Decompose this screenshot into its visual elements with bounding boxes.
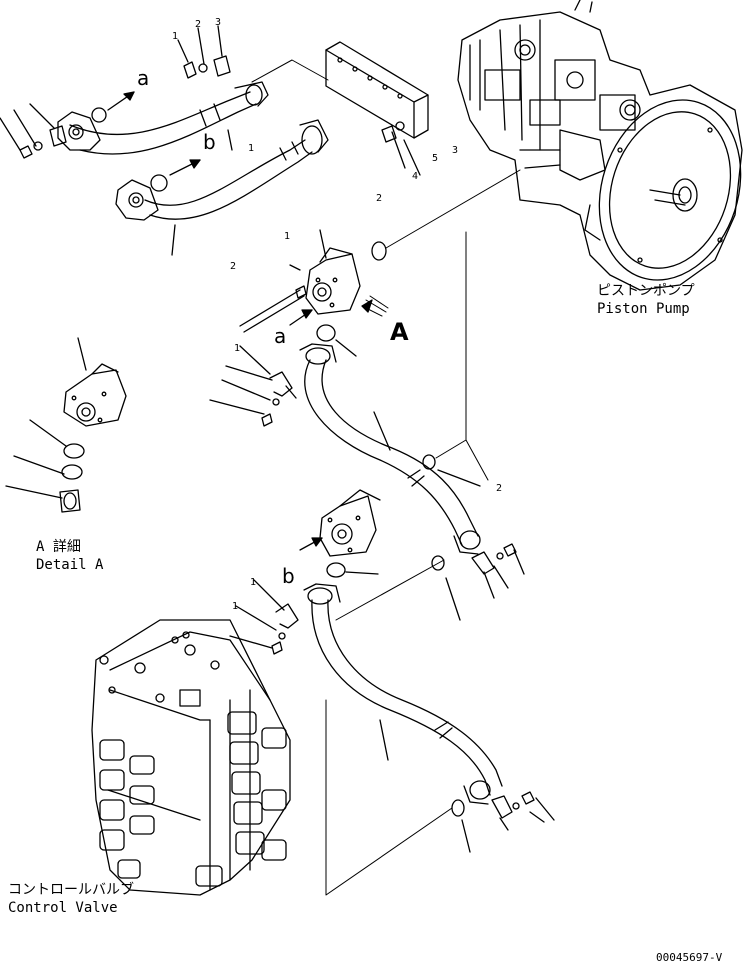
upper-hoses — [57, 81, 329, 221]
drawing-number: 00045697-V — [656, 951, 723, 964]
view-a-label: A — [390, 318, 409, 346]
detail-a-label-en: Detail A — [36, 557, 104, 573]
spool-caps — [99, 711, 287, 887]
callout-number: 3 — [215, 17, 222, 28]
callout-number: 1 — [234, 343, 241, 354]
piston-pump-label-en: Piston Pump — [597, 301, 690, 317]
ref-b-top: b — [203, 130, 216, 154]
callout-number: 2 — [195, 19, 202, 30]
ref-a-top: a — [137, 66, 150, 90]
detail-a-label-jp: A 詳細 — [36, 539, 81, 555]
middle-hose — [209, 339, 525, 621]
control-valve-label-en: Control Valve — [8, 900, 118, 916]
lower-hose — [229, 579, 555, 853]
piston-pump — [457, 0, 743, 291]
control-valve — [91, 619, 291, 896]
ref-a-center: a — [274, 324, 287, 348]
routing-lines — [251, 59, 521, 896]
callout-number: 2 — [376, 193, 383, 204]
callout-number: 5 — [432, 153, 439, 164]
callout-number: 3 — [452, 145, 459, 156]
callout-number: 2 — [230, 261, 237, 272]
callout-number: 1 — [250, 577, 257, 588]
callout-number: 1 — [284, 231, 291, 242]
ref-b-lower: b — [282, 564, 295, 588]
detail-a-drawing — [5, 337, 127, 513]
piston-pump-label-jp: ピストンポンプ — [597, 283, 695, 299]
callout-number: 4 — [412, 171, 419, 182]
callout-number: 1 — [248, 143, 255, 154]
upper-hardware — [0, 25, 421, 256]
callout-number: 2 — [496, 483, 503, 494]
center-block — [239, 229, 389, 342]
control-valve-label-jp: コントロールバルブ — [8, 882, 134, 898]
callout-number: 1 — [232, 601, 239, 612]
callout-number: 1 — [172, 31, 179, 42]
bracket-plate — [325, 41, 429, 139]
lower-block — [299, 489, 381, 578]
